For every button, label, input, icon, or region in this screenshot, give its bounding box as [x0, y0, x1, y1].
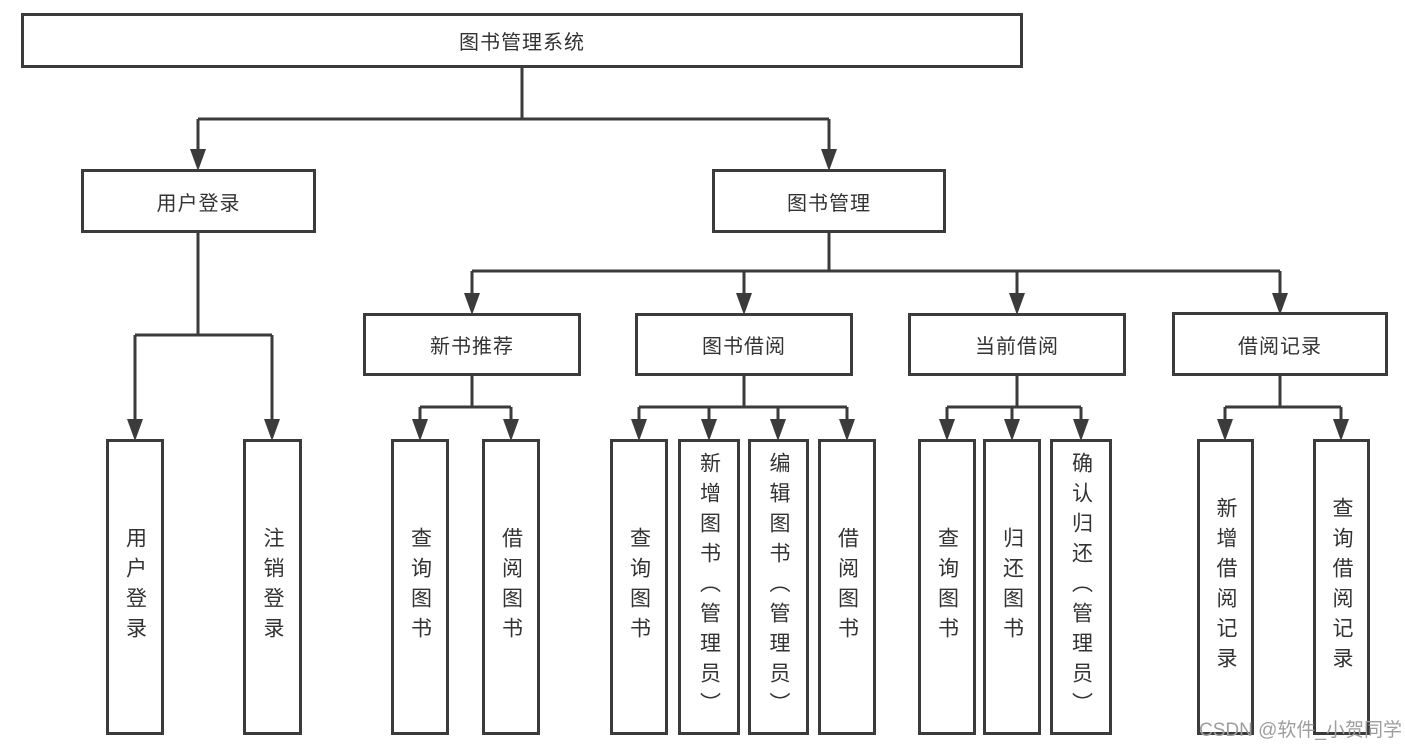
node-label: 注销登录: [261, 527, 284, 647]
node-label: 查询图书: [627, 527, 651, 647]
node-label: 借阅图书: [499, 527, 523, 647]
node-current-borrowing: 当前借阅: [908, 313, 1126, 376]
arrow-down-icon: [821, 149, 837, 171]
node-label: 用户登录: [156, 192, 241, 215]
node-borrowing-records: 借阅记录: [1172, 312, 1388, 376]
node-label: 借阅记录: [1238, 335, 1322, 358]
connector-root-to-level2: [196, 68, 831, 167]
connector-new-book-rec-children: [418, 376, 513, 437]
arrow-down-icon: [264, 419, 280, 441]
leaf-add-book-admin: 新增图书（管理员）: [678, 439, 740, 735]
leaf-query-borrow-record: 查询借阅记录: [1313, 439, 1370, 735]
arrowheads: [127, 149, 1349, 441]
leaf-edit-book-admin: 编辑图书（管理员）: [748, 439, 809, 735]
arrow-down-icon: [736, 293, 752, 315]
leaf-confirm-return-admin: 确认归还（管理员）: [1050, 439, 1112, 735]
leaf-add-borrow-record: 新增借阅记录: [1197, 439, 1254, 735]
node-new-book-recommendation: 新书推荐: [363, 313, 581, 376]
arrow-down-icon: [701, 419, 717, 441]
arrow-down-icon: [190, 149, 206, 171]
leaf-borrow-books-borrowing: 借阅图书: [818, 439, 876, 735]
node-label: 图书借阅: [702, 336, 786, 358]
arrow-down-icon: [412, 419, 428, 441]
arrow-down-icon: [1073, 419, 1089, 441]
arrow-down-icon: [1009, 293, 1025, 315]
node-label: 编辑图书（管理员）: [767, 452, 790, 722]
arrow-down-icon: [939, 419, 955, 441]
leaf-borrow-books-recommend: 借阅图书: [482, 439, 540, 735]
leaf-return-books: 归还图书: [983, 439, 1041, 735]
node-label: 新增借阅记录: [1214, 497, 1237, 677]
arrow-down-icon: [127, 419, 143, 441]
arrow-down-icon: [1217, 419, 1233, 441]
watermark: CSDN @软件_小贺同学: [1199, 720, 1402, 741]
leaf-query-books-recommend: 查询图书: [391, 439, 449, 735]
node-book-management: 图书管理: [712, 169, 946, 233]
connector-book-management-children: [470, 233, 1282, 311]
node-label: 查询图书: [408, 527, 432, 647]
node-label: 用户登录: [123, 527, 147, 647]
node-book-borrowing: 图书借阅: [635, 313, 853, 376]
node-label: 图书管理系统: [459, 32, 585, 54]
leaf-query-books-borrowing: 查询图书: [610, 439, 668, 735]
arrow-down-icon: [503, 419, 519, 441]
arrow-down-icon: [839, 419, 855, 441]
arrow-down-icon: [1272, 293, 1288, 315]
leaf-user-login: 用户登录: [106, 439, 164, 735]
node-label: 归还图书: [1000, 527, 1024, 647]
node-label: 新书推荐: [430, 336, 514, 358]
node-user-login: 用户登录: [81, 169, 316, 233]
node-label: 确认归还（管理员）: [1069, 452, 1093, 722]
node-label: 新增图书（管理员）: [697, 452, 721, 722]
arrow-down-icon: [1333, 419, 1349, 441]
leaf-logout: 注销登录: [243, 439, 302, 735]
arrow-down-icon: [631, 419, 647, 441]
node-library-management-system: 图书管理系统: [21, 13, 1023, 68]
connector-book-borrowing-children: [637, 376, 849, 437]
arrow-down-icon: [770, 419, 786, 441]
arrow-down-icon: [464, 293, 480, 315]
arrow-down-icon: [1004, 419, 1020, 441]
node-label: 借阅图书: [835, 527, 859, 647]
node-label: 查询借阅记录: [1330, 497, 1353, 677]
connector-borrowing-records-children: [1223, 376, 1343, 437]
connector-user-login-children: [133, 232, 274, 437]
node-label: 查询图书: [935, 527, 959, 647]
node-label: 当前借阅: [975, 336, 1059, 358]
node-label: 图书管理: [787, 192, 871, 215]
leaf-query-books-current: 查询图书: [918, 439, 976, 735]
